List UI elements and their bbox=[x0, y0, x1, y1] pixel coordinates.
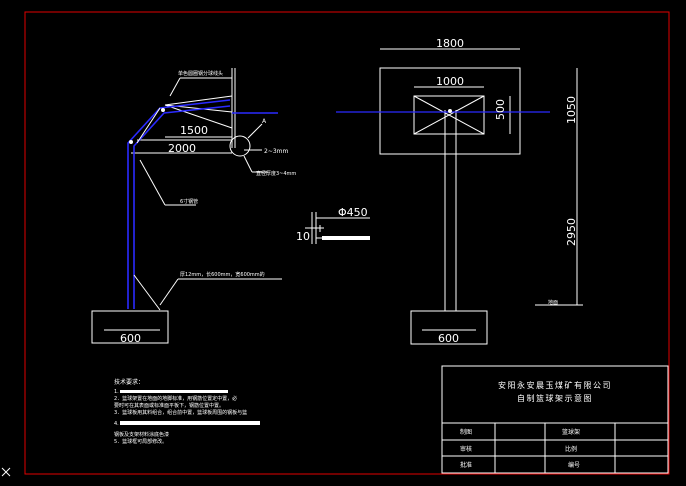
drawing-title: 自制篮球架示意图 bbox=[517, 393, 593, 403]
dim-1500: 1500 bbox=[180, 124, 208, 137]
front-base-dim: 600 bbox=[438, 332, 459, 345]
title-row3-left: 批准 bbox=[460, 461, 472, 469]
notes-line-1: 1. bbox=[114, 389, 119, 395]
notes-line-6: 钢板及支架材料涂底色漆 bbox=[114, 431, 169, 438]
title-row1-mid: 篮球架 bbox=[562, 428, 580, 436]
company-name: 安阳永安晨玉煤矿有限公司 bbox=[498, 380, 612, 390]
title-row3-mid: 编号 bbox=[568, 461, 580, 469]
dim-1000: 1000 bbox=[436, 75, 464, 88]
dim-10: 10 bbox=[296, 230, 310, 243]
title-row2-left: 审核 bbox=[460, 445, 472, 453]
pipe-label: 6寸钢管 bbox=[180, 198, 198, 205]
front-view bbox=[379, 48, 583, 345]
dim-1050: 1050 bbox=[565, 96, 578, 124]
side-view-post bbox=[127, 99, 231, 309]
side-base-dim: 600 bbox=[120, 332, 141, 345]
dim-1800: 1800 bbox=[436, 37, 464, 50]
dim-500: 500 bbox=[494, 99, 507, 120]
detail-label-a: A bbox=[262, 118, 267, 125]
dim-2000: 2000 bbox=[168, 142, 196, 155]
notes-line-3: 要时可在其表面或标准面平板下，钢筋位置中置。 bbox=[114, 402, 224, 409]
notes-heading: 技术要求： bbox=[114, 378, 144, 386]
dim-2950: 2950 bbox=[565, 218, 578, 246]
notes-line-5: 4. bbox=[114, 421, 119, 427]
notes-line-4: 3．篮球板用其料组合，组合前中置，篮球板周围的钢板与篮 bbox=[114, 409, 247, 416]
thickness-label-2: 直径厚度3~4mm bbox=[256, 170, 296, 177]
side-top-label: 单色圆圈钢分球线头 bbox=[178, 70, 223, 77]
notes-line-7: 5．篮球框可局部修改。 bbox=[114, 438, 167, 445]
ground-label: 地面 bbox=[548, 299, 558, 306]
title-block bbox=[441, 365, 669, 474]
notes-line-2: 2．篮球架置在地面的地脚标准，用钢筋位置定中置，必 bbox=[114, 395, 237, 402]
side-view bbox=[91, 68, 282, 344]
title-row1-left: 制图 bbox=[460, 428, 472, 436]
thickness-label-1: 2~3mm bbox=[264, 148, 289, 155]
drawing-frame bbox=[24, 11, 670, 475]
title-row2-mid: 比例 bbox=[565, 445, 577, 453]
base-label: 厚12mm，长600mm，宽600mm的 bbox=[180, 271, 265, 278]
cursor-icon bbox=[1, 467, 11, 477]
dim-450: Φ450 bbox=[338, 206, 368, 219]
